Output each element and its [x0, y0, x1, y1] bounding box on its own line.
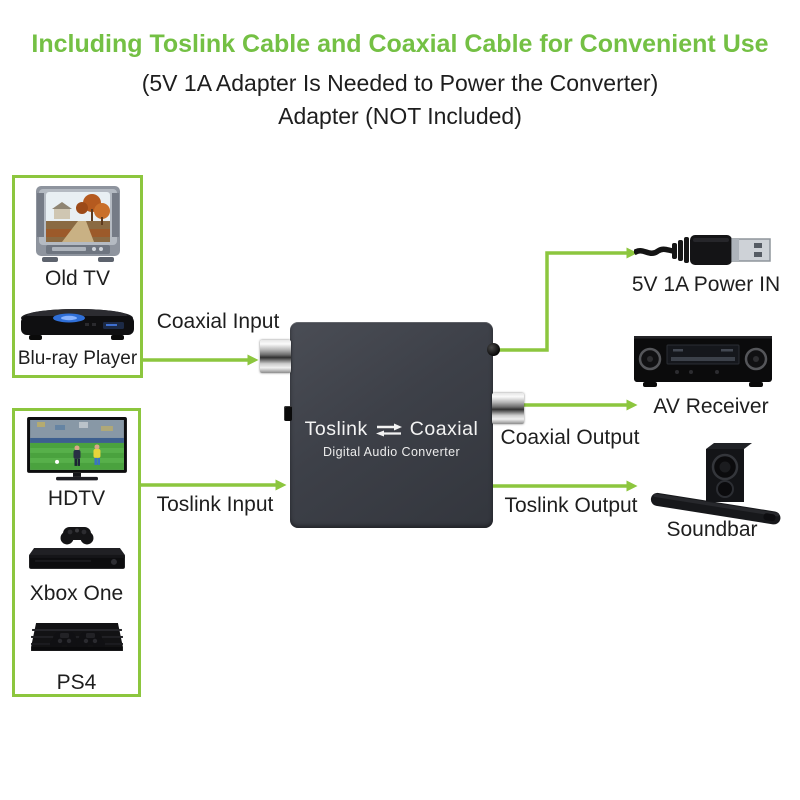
old-tv-image — [35, 186, 120, 262]
usb-power-cable-image — [634, 235, 771, 265]
converter-name-right: Coaxial — [409, 418, 479, 440]
soundbar-label: Soundbar — [666, 518, 758, 541]
coaxial-output-label: Coaxial Output — [500, 426, 640, 449]
hdtv-label: HDTV — [47, 486, 106, 510]
toslink-input-port — [284, 406, 292, 421]
soundbar-image — [650, 443, 781, 525]
dc-power-port — [487, 343, 500, 356]
subtitle-adapter-needed: (5V 1A Adapter Is Needed to Power the Co… — [141, 70, 659, 96]
ps4-image — [30, 622, 123, 651]
source-group-coaxial: Old TV Blu-ray Player — [12, 175, 143, 378]
power-in-label: 5V 1A Power IN — [631, 273, 781, 296]
coaxial-output-connector — [492, 393, 524, 424]
page-title: Including Toslink Cable and Coaxial Cabl… — [31, 30, 769, 58]
toslink-output-label: Toslink Output — [504, 494, 638, 517]
converter-label-block: Toslink Coaxial Digital Audio Converter — [290, 418, 493, 459]
source-group-toslink: HDTV Xbox One — [12, 408, 141, 697]
bidirectional-arrows-icon — [375, 423, 402, 436]
blu-ray-player-label: Blu-ray Player — [17, 348, 138, 370]
subtitle-adapter-not-included: Adapter (NOT Included) — [278, 103, 522, 129]
coaxial-input-connector — [260, 340, 291, 373]
converter-subtitle: Digital Audio Converter — [322, 445, 461, 459]
av-receiver-image — [634, 336, 772, 387]
old-tv-label: Old TV — [45, 267, 110, 290]
coaxial-input-label: Coaxial Input — [156, 310, 280, 333]
toslink-input-label: Toslink Input — [156, 493, 274, 516]
ps4-label: PS4 — [56, 670, 97, 694]
xbox-one-image — [28, 526, 125, 569]
blu-ray-player-image — [21, 309, 134, 341]
av-receiver-label: AV Receiver — [653, 395, 769, 418]
hdtv-image — [26, 417, 127, 481]
converter-box: Toslink Coaxial Digital Audio Converter — [260, 322, 524, 528]
xbox-one-label: Xbox One — [29, 581, 124, 605]
converter-name-left: Toslink — [304, 418, 368, 440]
power-line — [496, 247, 638, 352]
